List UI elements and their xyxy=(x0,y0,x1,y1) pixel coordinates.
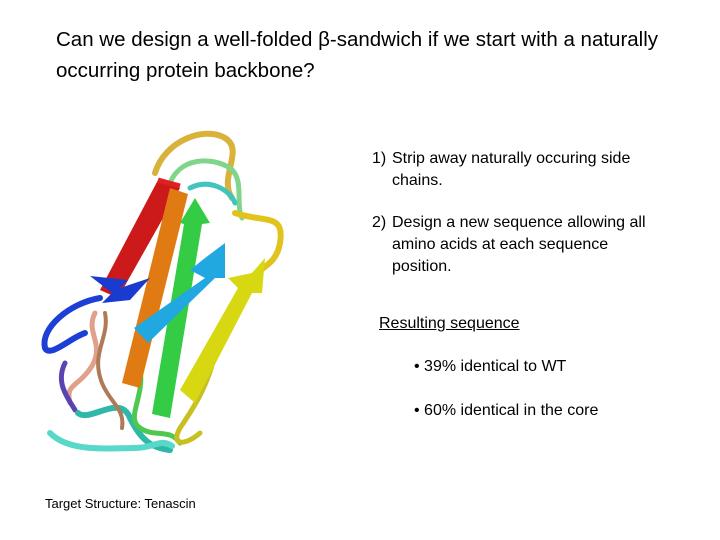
step-1-number: 1) xyxy=(372,150,387,167)
step-1-text: Strip away naturally occuring side chain… xyxy=(392,150,631,189)
strand-orange xyxy=(122,188,188,388)
protein-ribbon-image xyxy=(41,130,284,453)
title-part-1: Can we design a well-folded xyxy=(56,28,319,51)
step-2: 2) Design a new sequence allowing all am… xyxy=(372,212,672,278)
result-bullet-wt-identity: • 39% identical to WT xyxy=(414,358,567,375)
step-1: 1) Strip away naturally occuring side ch… xyxy=(372,148,652,192)
loop-brown xyxy=(96,311,125,430)
loop-cyan-top xyxy=(187,181,238,206)
strand-tip-red xyxy=(157,177,181,189)
loop-pink xyxy=(66,310,99,406)
loop-cyan-bottom xyxy=(47,430,175,452)
title-part-2: -sandwich if we start with a naturally o… xyxy=(56,28,659,82)
title-beta-symbol: β xyxy=(318,28,330,51)
result-bullet-core-identity: • 60% identical in the core xyxy=(414,402,599,419)
step-2-number: 2) xyxy=(372,214,387,231)
resulting-sequence-heading: Resulting sequence xyxy=(379,315,520,332)
loop-green-top xyxy=(167,158,245,221)
strand-red xyxy=(100,180,180,298)
strand-skyblue xyxy=(134,243,225,343)
loop-purple xyxy=(58,360,78,413)
step-2-text: Design a new sequence allowing all amino… xyxy=(392,214,646,275)
slide-title: Can we design a well-folded β-sandwich i… xyxy=(56,24,706,86)
loop-green-bottom xyxy=(131,365,183,446)
strand-darkblue xyxy=(90,276,150,303)
loop-tan xyxy=(152,130,236,201)
loop-blue-left xyxy=(41,295,103,354)
figure-caption: Target Structure: Tenascin xyxy=(45,496,196,511)
strand-yellow xyxy=(180,258,265,403)
